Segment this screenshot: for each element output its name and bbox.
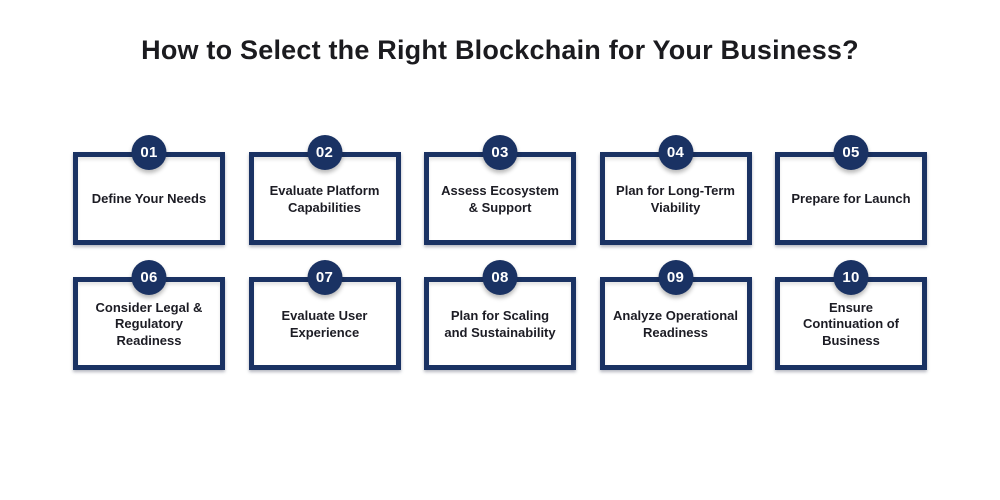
step-number-badge-7: 07 [307, 260, 342, 295]
step-card-6: 06 Consider Legal & Regulatory Readiness [73, 260, 225, 370]
step-number-badge-4: 04 [658, 135, 693, 170]
step-label-8: Plan for Scaling and Sustainability [444, 308, 556, 340]
step-card-4: 04 Plan for Long-Term Viability [599, 135, 752, 245]
step-label-5: Prepare for Launch [791, 191, 911, 207]
step-card-7: 07 Evaluate User Experience [248, 260, 401, 370]
step-card-9: 09 Analyze Operational Readiness [599, 260, 752, 370]
step-number-badge-8: 08 [482, 260, 518, 295]
step-card-1: 01 Define Your Needs [73, 135, 225, 245]
step-number-badge-3: 03 [482, 135, 518, 170]
step-card-3: 03 Assess Ecosystem & Support [424, 135, 576, 245]
step-number-badge-5: 05 [833, 135, 869, 170]
step-label-6: Consider Legal & Regulatory Readiness [95, 300, 203, 348]
step-label-1: Define Your Needs [91, 191, 207, 207]
step-label-4: Plan for Long-Term Viability [616, 183, 735, 215]
steps-grid: 01 Define Your Needs 02 Evaluate Platfor… [73, 135, 927, 370]
step-card-5: 05 Prepare for Launch [775, 135, 927, 245]
step-card-2: 02 Evaluate Platform Capabilities [248, 135, 401, 245]
step-number-badge-9: 09 [658, 260, 693, 295]
page-title: How to Select the Right Blockchain for Y… [141, 35, 859, 65]
step-number-badge-10: 10 [833, 260, 869, 295]
step-number-badge-1: 01 [131, 135, 167, 170]
step-card-10: 10 Ensure Continuation of Business [775, 260, 927, 370]
step-label-2: Evaluate Platform Capabilities [269, 183, 380, 215]
step-number-badge-6: 06 [131, 260, 167, 295]
step-card-8: 08 Plan for Scaling and Sustainability [424, 260, 576, 370]
step-number-badge-2: 02 [307, 135, 342, 170]
step-label-9: Analyze Operational Readiness [613, 308, 738, 340]
step-label-3: Assess Ecosystem & Support [441, 183, 559, 215]
step-label-7: Evaluate User Experience [281, 308, 368, 340]
step-label-10: Ensure Continuation of Business [802, 300, 900, 348]
